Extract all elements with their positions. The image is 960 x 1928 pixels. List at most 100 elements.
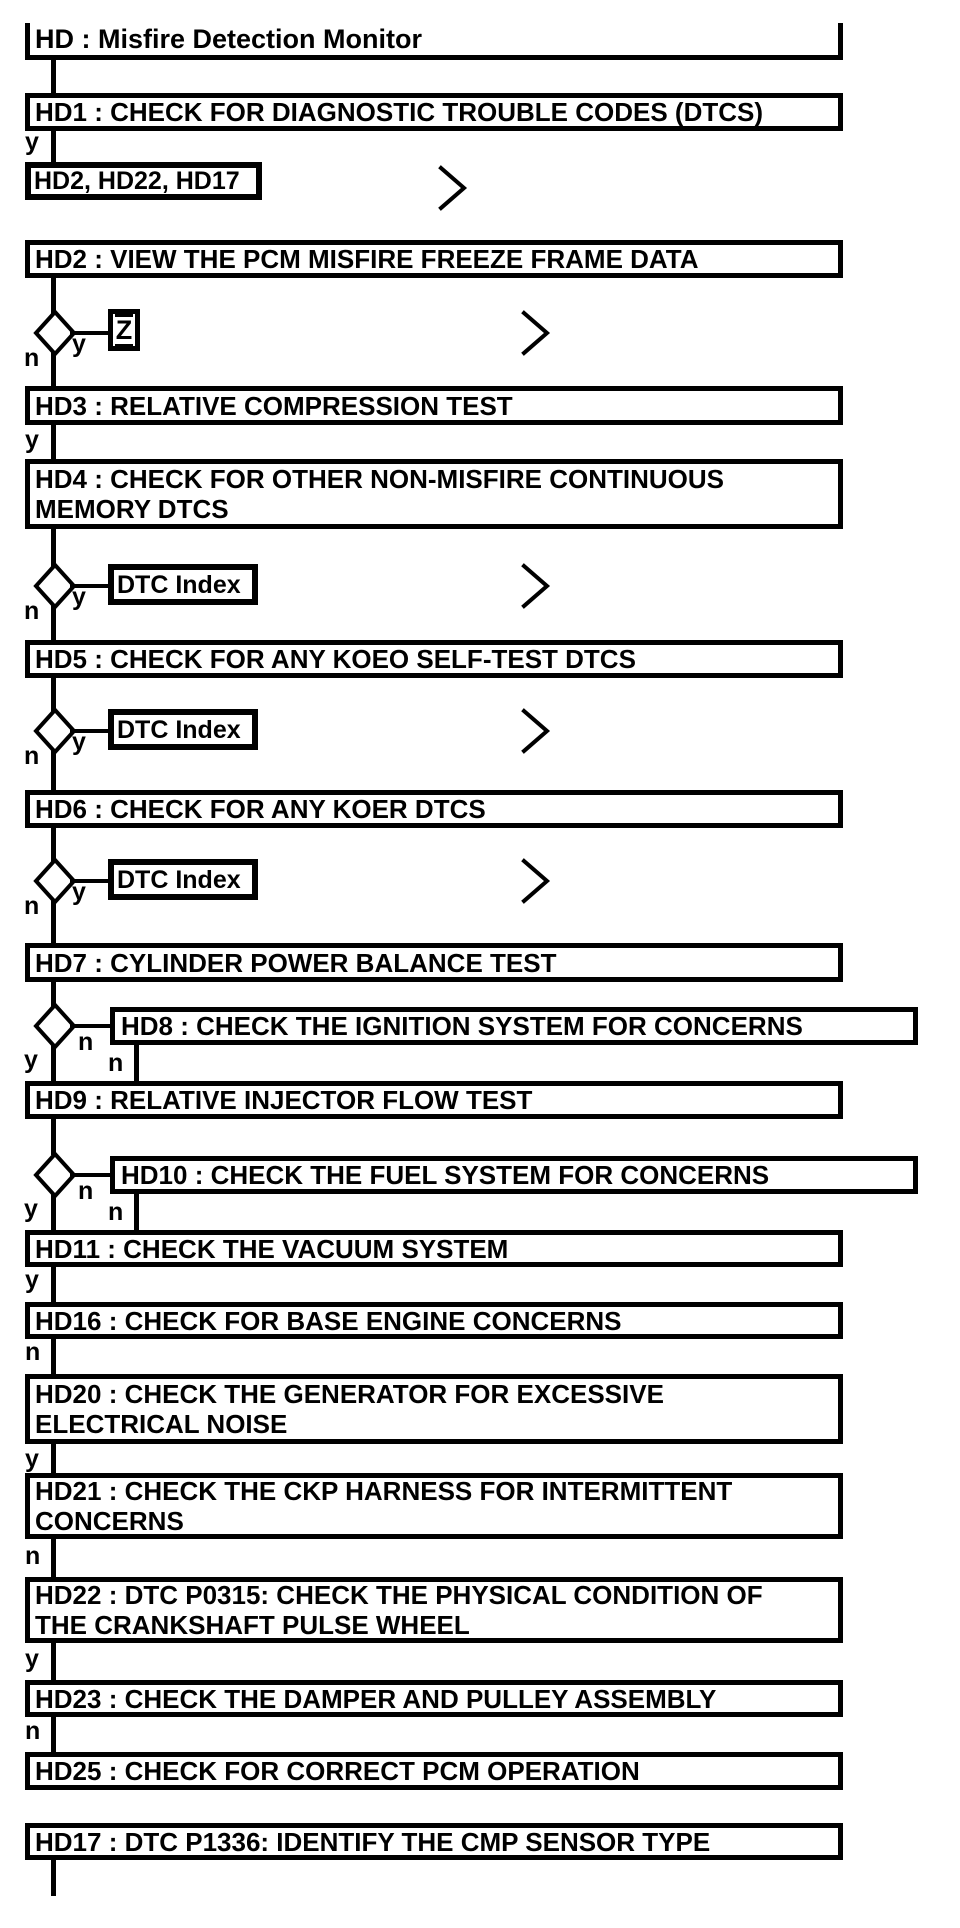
dtc-index-label: DTC Index [117,570,241,599]
branch-connector-line [70,584,112,588]
branch-label-yes: y [72,330,86,358]
flow-connector-line [51,1715,56,1755]
branch-label-yes: y [25,1445,39,1473]
flow-connector-line [51,1537,56,1580]
step-label-hd8: HD8 : CHECK THE IGNITION SYSTEM FOR CONC… [121,1011,803,1041]
branch-label-yes: y [24,1195,38,1223]
continuation-chevron-icon [521,858,551,904]
step-box-hd3[interactable]: HD3 : RELATIVE COMPRESSION TEST [25,386,843,425]
flow-connector-line [51,1117,56,1155]
flow-title-box: HD : Misfire Detection Monitor [25,23,843,60]
z-connector-box[interactable]: Z [108,309,140,351]
branch-connector-line [134,1043,139,1084]
branch-label-no: n [25,1338,41,1366]
branch-label-no: n [108,1049,124,1077]
branch-label-no: n [108,1198,124,1226]
flow-connector-line [51,129,56,167]
step-box-hd6[interactable]: HD6 : CHECK FOR ANY KOER DTCS [25,790,843,828]
flow-connector-line [51,351,56,389]
flow-connector-line [51,899,56,947]
dtc-index-label: DTC Index [117,865,241,894]
step-label-hd16: HD16 : CHECK FOR BASE ENGINE CONCERNS [35,1305,622,1336]
flow-connector-line [51,423,56,463]
step-box-hd17[interactable]: HD17 : DTC P1336: IDENTIFY THE CMP SENSO… [25,1823,843,1860]
continuation-chevron-icon [521,563,551,609]
branch-label-yes: y [25,426,39,454]
flow-connector-line [51,980,56,1008]
branch-connector-line [70,331,110,335]
step-box-hd20[interactable]: HD20 : CHECK THE GENERATOR FOR EXCESSIVE… [25,1374,843,1444]
branch-label-no: n [25,1542,41,1570]
continuation-chevron-icon [521,310,551,356]
flow-connector-line [51,276,56,314]
step-box-hd16[interactable]: HD16 : CHECK FOR BASE ENGINE CONCERNS [25,1302,843,1339]
flow-connector-line [51,1337,56,1377]
flow-connector-line [51,749,56,793]
branch-label-no: n [24,742,40,770]
step-label-hd11: HD11 : CHECK THE VACUUM SYSTEM [35,1233,509,1264]
step-box-hd10[interactable]: HD10 : CHECK THE FUEL SYSTEM FOR CONCERN… [110,1156,918,1194]
branch-label-no: n [78,1028,94,1056]
step-box-hd1[interactable]: HD1 : CHECK FOR DIAGNOSTIC TROUBLE CODES… [25,93,843,131]
flow-connector-line [51,604,56,644]
dtc-index-box[interactable]: DTC Index [108,709,258,750]
flow-connector-line [51,57,56,95]
flow-connector-line [51,1265,56,1305]
step-label-hd22: HD22 : DTC P0315: CHECK THE PHYSICAL CON… [35,1580,763,1640]
flow-connector-line [51,1858,56,1896]
reference-box-hd2-hd22-hd17[interactable]: HD2, HD22, HD17 [25,162,262,200]
step-label-hd3: HD3 : RELATIVE COMPRESSION TEST [35,390,513,421]
branch-label-yes: y [72,878,86,906]
flow-title: HD : Misfire Detection Monitor [35,24,423,54]
step-box-hd23[interactable]: HD23 : CHECK THE DAMPER AND PULLEY ASSEM… [25,1680,843,1717]
step-box-hd11[interactable]: HD11 : CHECK THE VACUUM SYSTEM [25,1230,843,1267]
flow-connector-line [51,1193,56,1233]
step-box-hd21[interactable]: HD21 : CHECK THE CKP HARNESS FOR INTERMI… [25,1473,843,1539]
continuation-chevron-icon [521,708,551,754]
step-box-hd25[interactable]: HD25 : CHECK FOR CORRECT PCM OPERATION [25,1752,843,1790]
flow-connector-line [51,1044,56,1084]
branch-connector-line [70,879,112,883]
branch-label-no: n [78,1177,94,1205]
branch-connector-line [134,1192,139,1233]
step-box-hd5[interactable]: HD5 : CHECK FOR ANY KOEO SELF-TEST DTCS [25,640,843,678]
step-label-hd6: HD6 : CHECK FOR ANY KOER DTCS [35,794,486,824]
step-label-hd9: HD9 : RELATIVE INJECTOR FLOW TEST [35,1085,533,1115]
branch-label-yes: y [72,728,86,756]
flow-connector-line [51,826,56,862]
branch-label-no: n [25,1717,41,1745]
step-box-hd4[interactable]: HD4 : CHECK FOR OTHER NON-MISFIRE CONTIN… [25,459,843,529]
branch-connector-line [70,1024,114,1028]
branch-label-yes: y [72,583,86,611]
step-label-hd20: HD20 : CHECK THE GENERATOR FOR EXCESSIVE… [35,1379,664,1439]
flow-connector-line [51,527,56,567]
step-label-hd17: HD17 : DTC P1336: IDENTIFY THE CMP SENSO… [35,1826,711,1857]
branch-label-no: n [24,344,40,372]
branch-label-yes: y [25,1645,39,1673]
step-box-hd22[interactable]: HD22 : DTC P0315: CHECK THE PHYSICAL CON… [25,1577,843,1643]
branch-label-no: n [24,892,40,920]
step-box-hd9[interactable]: HD9 : RELATIVE INJECTOR FLOW TEST [25,1081,843,1119]
branch-label-yes: y [25,1266,39,1294]
step-label-hd10: HD10 : CHECK THE FUEL SYSTEM FOR CONCERN… [121,1160,770,1190]
step-label-hd2: HD2 : VIEW THE PCM MISFIRE FREEZE FRAME … [35,244,699,274]
dtc-index-box[interactable]: DTC Index [108,564,258,605]
reference-label: HD2, HD22, HD17 [34,167,240,195]
flow-connector-line [51,676,56,712]
branch-connector-line [70,729,112,733]
z-connector-label: Z [114,313,134,347]
flow-connector-line [51,1641,56,1683]
dtc-index-box[interactable]: DTC Index [108,859,258,900]
branch-connector-line [70,1173,114,1177]
step-box-hd8[interactable]: HD8 : CHECK THE IGNITION SYSTEM FOR CONC… [110,1007,918,1045]
branch-label-yes: y [24,1046,38,1074]
step-label-hd5: HD5 : CHECK FOR ANY KOEO SELF-TEST DTCS [35,644,636,674]
step-label-hd23: HD23 : CHECK THE DAMPER AND PULLEY ASSEM… [35,1683,717,1714]
branch-label-yes: y [25,128,39,156]
step-label-hd7: HD7 : CYLINDER POWER BALANCE TEST [35,947,557,978]
dtc-index-label: DTC Index [117,715,241,744]
step-box-hd7[interactable]: HD7 : CYLINDER POWER BALANCE TEST [25,943,843,982]
step-box-hd2[interactable]: HD2 : VIEW THE PCM MISFIRE FREEZE FRAME … [25,240,843,278]
flow-connector-line [51,1442,56,1476]
